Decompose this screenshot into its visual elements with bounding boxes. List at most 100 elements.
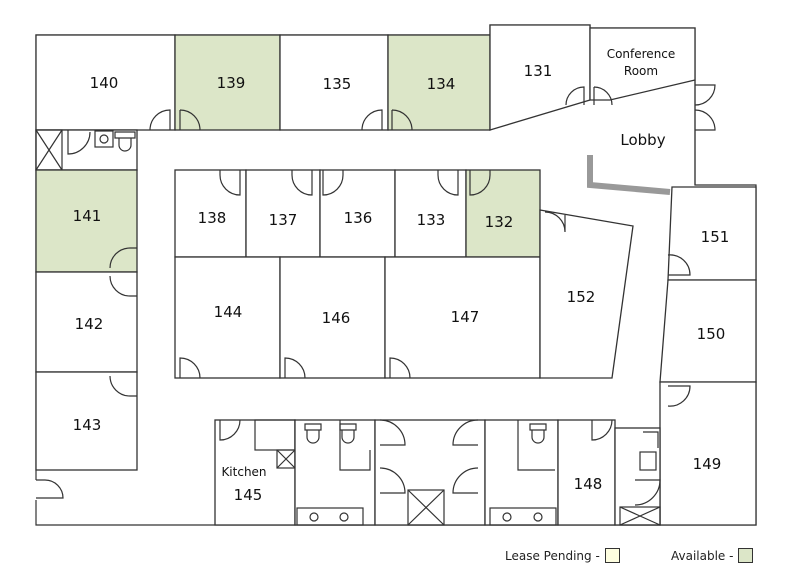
room-133[interactable] (394, 169, 467, 258)
label-conference-2: Room (624, 64, 658, 78)
room-149[interactable] (659, 381, 757, 526)
label-144: 144 (214, 303, 243, 321)
room-132[interactable] (465, 169, 541, 258)
sink-icon (502, 512, 512, 522)
sink-counter (296, 507, 364, 526)
label-139: 139 (217, 74, 246, 92)
door (291, 170, 313, 196)
door (544, 211, 566, 233)
door (284, 357, 306, 379)
door (565, 86, 585, 106)
room-148[interactable] (557, 419, 616, 526)
door (389, 357, 411, 379)
label-149: 149 (693, 455, 722, 473)
legend-lease-pending-label: Lease Pending - (505, 548, 600, 563)
door (591, 419, 613, 441)
legend-available-label: Available - (671, 548, 734, 563)
door (593, 86, 613, 106)
door (694, 84, 716, 131)
legend-available: Available - (671, 548, 754, 563)
door (469, 170, 491, 196)
label-152: 152 (567, 288, 596, 306)
toilet-icon (529, 423, 547, 444)
label-133: 133 (417, 211, 446, 229)
room-138[interactable] (174, 169, 247, 258)
room-142[interactable] (35, 271, 138, 373)
door (109, 247, 137, 269)
label-141: 141 (73, 207, 102, 225)
label-150: 150 (697, 325, 726, 343)
room-147[interactable] (384, 256, 541, 379)
label-147: 147 (451, 308, 480, 326)
restroom-women (484, 419, 559, 526)
label-137: 137 (269, 211, 298, 229)
door (179, 357, 201, 379)
door (219, 170, 241, 196)
door (109, 375, 137, 397)
room-136[interactable] (319, 169, 396, 258)
toilet-stall (517, 420, 555, 471)
label-136: 136 (344, 209, 373, 227)
room-146[interactable] (279, 256, 386, 379)
lobby-partition (587, 155, 671, 195)
toilet-stall (339, 420, 371, 471)
corridor-core (374, 419, 486, 526)
shaft-x-icon (276, 449, 296, 469)
label-142: 142 (75, 315, 104, 333)
door (219, 419, 241, 441)
door (437, 170, 459, 196)
door (379, 419, 406, 446)
room-152[interactable] (539, 209, 634, 379)
shaft (407, 489, 445, 526)
room-143[interactable] (35, 371, 138, 471)
label-131: 131 (524, 62, 553, 80)
sink-counter (489, 507, 557, 526)
shaft-x-icon (407, 489, 445, 526)
door (361, 109, 383, 131)
label-146: 146 (322, 309, 351, 327)
shaft-x-icon (35, 129, 63, 171)
door (452, 467, 479, 494)
door (391, 109, 413, 131)
label-145: 145 (234, 486, 263, 504)
label-143: 143 (73, 416, 102, 434)
label-134: 134 (427, 75, 456, 93)
door (452, 419, 479, 446)
label-132: 132 (485, 213, 514, 231)
legend-lease-pending: Lease Pending - (505, 548, 620, 563)
door (667, 385, 691, 407)
shaft-x-icon (619, 506, 661, 526)
label-140: 140 (90, 74, 119, 92)
available-swatch (738, 548, 754, 563)
door (379, 467, 406, 494)
door (67, 130, 91, 155)
room-137[interactable] (245, 169, 321, 258)
room-conference[interactable] (589, 27, 696, 101)
label-138: 138 (198, 209, 227, 227)
sink-icon (339, 512, 349, 522)
room-141[interactable] (35, 169, 138, 273)
label-kitchen: Kitchen (221, 465, 266, 479)
door (322, 170, 344, 196)
sink-icon (639, 451, 657, 471)
sink-basin-icon (99, 134, 109, 144)
shaft (619, 506, 661, 526)
sink-icon (309, 512, 319, 522)
toilet-icon (643, 431, 659, 448)
toilet-icon (114, 131, 136, 152)
door (667, 254, 691, 276)
label-135: 135 (323, 75, 352, 93)
door (36, 479, 64, 499)
label-lobby: Lobby (620, 131, 665, 149)
lease-pending-swatch (604, 548, 620, 563)
door (179, 109, 201, 131)
toilet-icon (304, 423, 322, 444)
door (634, 479, 661, 506)
sink-icon (533, 512, 543, 522)
restroom-149 (614, 427, 661, 526)
label-151: 151 (701, 228, 730, 246)
room-144[interactable] (174, 256, 281, 379)
label-conference-1: Conference (607, 47, 676, 61)
door (109, 275, 137, 297)
